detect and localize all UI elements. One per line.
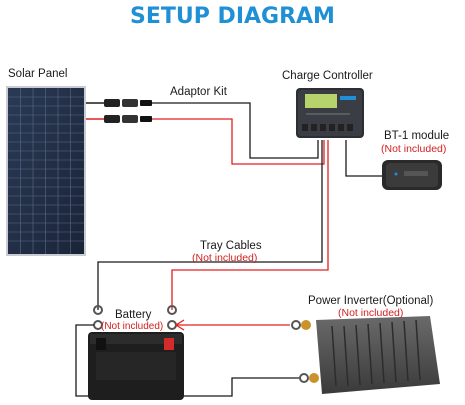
label-bt1-module: BT-1 module — [384, 130, 450, 142]
solar-panel-icon — [6, 86, 86, 256]
bt1-cable — [345, 140, 382, 177]
label-tray-cables: Tray Cables — [200, 240, 262, 252]
battery-icon — [88, 332, 184, 400]
label-solar-panel: Solar Panel — [8, 68, 68, 80]
label-battery-note: (Not included) — [101, 321, 164, 332]
label-adaptor-kit: Adaptor Kit — [170, 86, 227, 98]
bt1-module-icon — [382, 160, 442, 190]
charge-controller-icon — [296, 88, 364, 138]
mc4-connectors — [86, 99, 152, 123]
label-charge-controller: Charge Controller — [282, 70, 373, 82]
inverter-terminals — [291, 320, 319, 383]
label-power-inverter: Power Inverter(Optional) — [308, 295, 434, 307]
label-tray-note: (Not included) — [192, 252, 258, 264]
label-inverter-note: (Not included) — [338, 307, 404, 319]
label-battery: Battery — [115, 309, 152, 321]
diagram-title: SETUP DIAGRAM — [130, 4, 335, 29]
tray-cables — [97, 140, 329, 310]
power-inverter-icon — [316, 316, 440, 394]
adaptor-kit-wires — [152, 102, 325, 165]
label-bt1-note: (Not included) — [381, 143, 447, 155]
